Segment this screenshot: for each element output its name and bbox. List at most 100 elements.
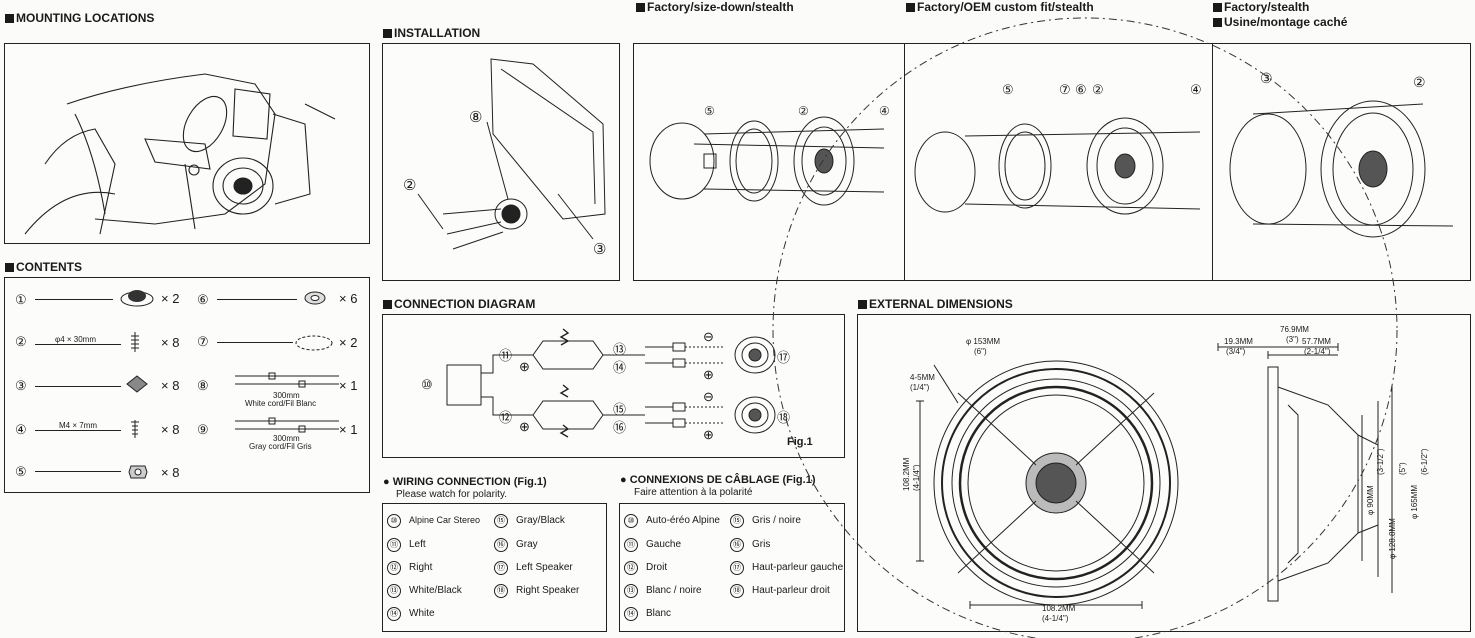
plus-sign: ⊕ bbox=[703, 427, 714, 442]
callout-a2: ② bbox=[798, 104, 809, 118]
dim-128-in: (5") bbox=[1398, 462, 1407, 475]
content-item-8-qty: × 1 bbox=[339, 378, 358, 393]
leader-line bbox=[35, 430, 121, 431]
gray-cord-icon bbox=[235, 417, 339, 433]
wiring-diagram bbox=[446, 328, 776, 438]
leader-line bbox=[35, 386, 121, 387]
fig-label: Fig.1 bbox=[787, 436, 813, 448]
content-item-5-num: ⑤ bbox=[15, 464, 27, 479]
dim-108-v: 108.2MM bbox=[902, 457, 911, 491]
minus-sign: ⊖ bbox=[703, 329, 714, 344]
exploded-view-size-down: ⑤ ② ④ bbox=[633, 43, 905, 281]
dim-153: φ 153MM bbox=[966, 337, 1001, 346]
exploded-view-oem: ⑤ ⑦ ⑥ ② ④ bbox=[904, 43, 1213, 281]
exploded-speaker-b bbox=[914, 117, 1201, 215]
installation-panel: ⑧ ② ③ bbox=[382, 43, 620, 281]
conn-12: ⑫ bbox=[499, 410, 513, 425]
dim-108-v-in: (4-1/4") bbox=[912, 464, 921, 491]
callout-a5: ⑤ bbox=[704, 104, 715, 118]
content-item-3-num: ③ bbox=[15, 378, 27, 393]
minus-sign: ⊖ bbox=[703, 389, 714, 404]
dim-19: 19.3MM bbox=[1224, 337, 1253, 346]
clip-icon bbox=[126, 375, 148, 393]
leader-line bbox=[217, 342, 293, 343]
content-item-4-qty: × 8 bbox=[161, 422, 180, 437]
callout-2: ② bbox=[403, 177, 417, 194]
dim-76: 76.9MM bbox=[1280, 325, 1309, 334]
exploded-view-stealth: ③ ② bbox=[1212, 43, 1471, 281]
bracket-ring-icon bbox=[295, 335, 333, 351]
content-item-9-note: Gray cord/Fil Gris bbox=[249, 442, 312, 451]
content-item-1-num: ① bbox=[15, 292, 27, 307]
installation-title: INSTALLATION bbox=[383, 26, 480, 40]
white-cord-icon bbox=[235, 372, 339, 388]
external-dimensions-panel: φ 153MM (6") 4-5MM (1/4") 108.2MM (4-1/4… bbox=[857, 314, 1471, 632]
content-item-8-spec: 300mm bbox=[273, 391, 300, 400]
dim-153-in: (6") bbox=[974, 347, 987, 356]
mounting-locations-title: MOUNTING LOCATIONS bbox=[5, 11, 154, 25]
content-item-5-qty: × 8 bbox=[161, 465, 180, 480]
plus-sign: ⊕ bbox=[703, 367, 714, 382]
connection-diagram-panel: ⑩ ⑪ ⑫ ⑬ ⑭ ⑮ ⑯ ⑰ ⑱ ⊕ ⊕ ⊖ ⊕ ⊖ ⊕ Fig.1 bbox=[382, 314, 845, 458]
callout-a4: ④ bbox=[879, 104, 890, 118]
dim-90: φ 90MM bbox=[1366, 485, 1375, 515]
dim-90-in: (3-1/2") bbox=[1376, 448, 1385, 475]
header-factory-stealth: Factory/stealth bbox=[1213, 0, 1309, 14]
content-item-4-spec: M4 × 7mm bbox=[59, 421, 98, 430]
dim-4-5-in: (1/4") bbox=[910, 383, 930, 392]
content-item-4-num: ④ bbox=[15, 422, 27, 437]
callout-b6: ⑥ bbox=[1075, 82, 1087, 97]
content-item-8-note: White cord/Fil Blanc bbox=[245, 399, 317, 408]
callout-b2: ② bbox=[1092, 82, 1104, 97]
leader-line bbox=[35, 344, 121, 345]
callout-3: ③ bbox=[593, 241, 607, 258]
conn-17: ⑰ bbox=[777, 350, 791, 365]
dim-108-h-in: (4-1/4") bbox=[1042, 614, 1069, 623]
screw-icon bbox=[131, 332, 139, 352]
exploded-speaker-a bbox=[649, 116, 885, 206]
dim-165-in: (6-1/2") bbox=[1420, 448, 1429, 475]
bolt-icon bbox=[131, 420, 139, 438]
header-factory-size-down: Factory/size-down/stealth bbox=[636, 0, 794, 14]
connection-diagram-title: CONNECTION DIAGRAM bbox=[383, 297, 535, 311]
content-item-6-num: ⑥ bbox=[197, 292, 209, 307]
dim-19-in: (3/4") bbox=[1226, 347, 1246, 356]
content-item-2-spec: φ4 × 30mm bbox=[55, 335, 96, 344]
header-usine: Usine/montage caché bbox=[1213, 15, 1347, 29]
content-item-2-qty: × 8 bbox=[161, 335, 180, 350]
content-item-9-qty: × 1 bbox=[339, 422, 358, 437]
callout-c3: ③ bbox=[1260, 70, 1273, 86]
callout-b5: ⑤ bbox=[1002, 82, 1014, 97]
exploded-speaker-c bbox=[1229, 100, 1454, 238]
leader-line bbox=[35, 299, 113, 300]
content-item-8-num: ⑧ bbox=[197, 378, 209, 393]
callout-c2: ② bbox=[1413, 74, 1426, 90]
dim-165: φ 165MM bbox=[1410, 484, 1419, 519]
leader-line bbox=[217, 299, 297, 300]
callout-b7: ⑦ bbox=[1059, 82, 1071, 97]
plus-sign: ⊕ bbox=[519, 359, 530, 374]
washer-icon bbox=[304, 291, 326, 305]
leader-line bbox=[35, 471, 121, 472]
contents-title: CONTENTS bbox=[5, 260, 82, 274]
nut-icon bbox=[128, 465, 148, 479]
dim-76-in: (3") bbox=[1286, 335, 1299, 344]
conn-11: ⑪ bbox=[499, 348, 513, 363]
